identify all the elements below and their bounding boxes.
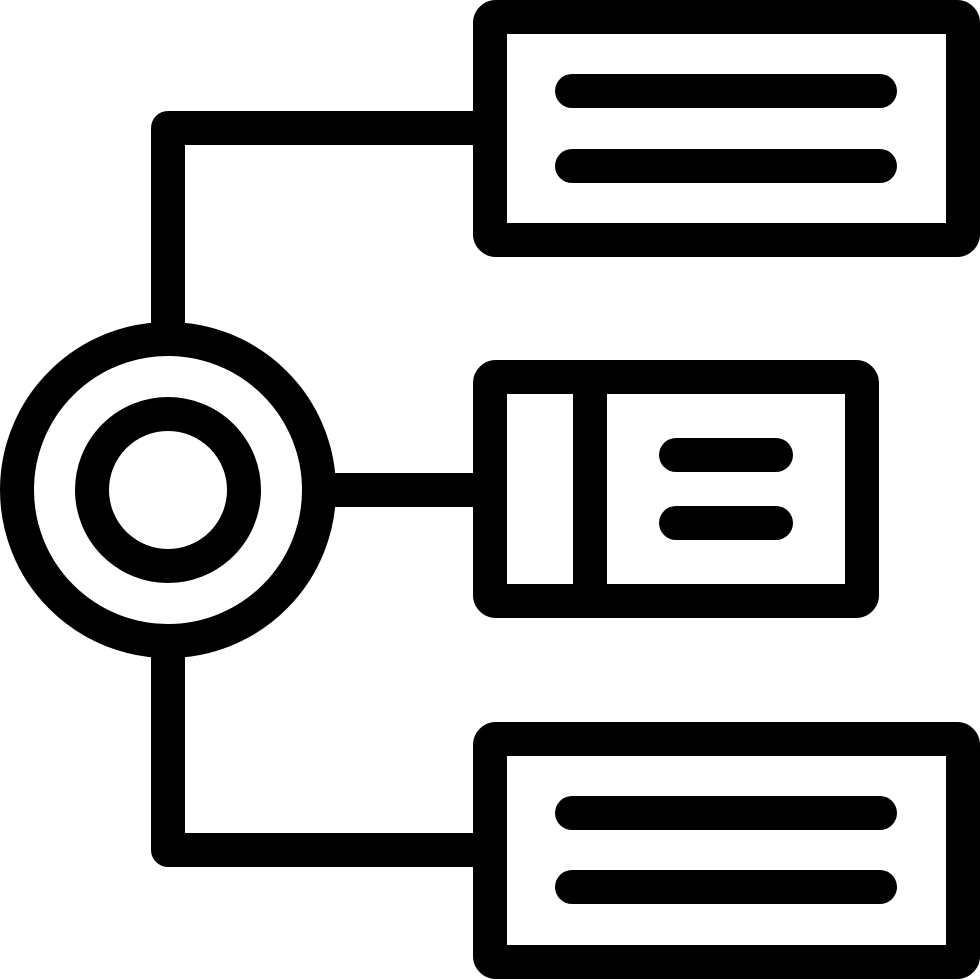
root-node-outer-ring [0,322,336,658]
bottom-box [473,722,980,979]
connector-top [151,111,507,339]
connector-bottom [151,641,507,867]
top-box [473,0,980,257]
middle-box [473,360,879,618]
root-node-inner-ring [75,397,261,583]
